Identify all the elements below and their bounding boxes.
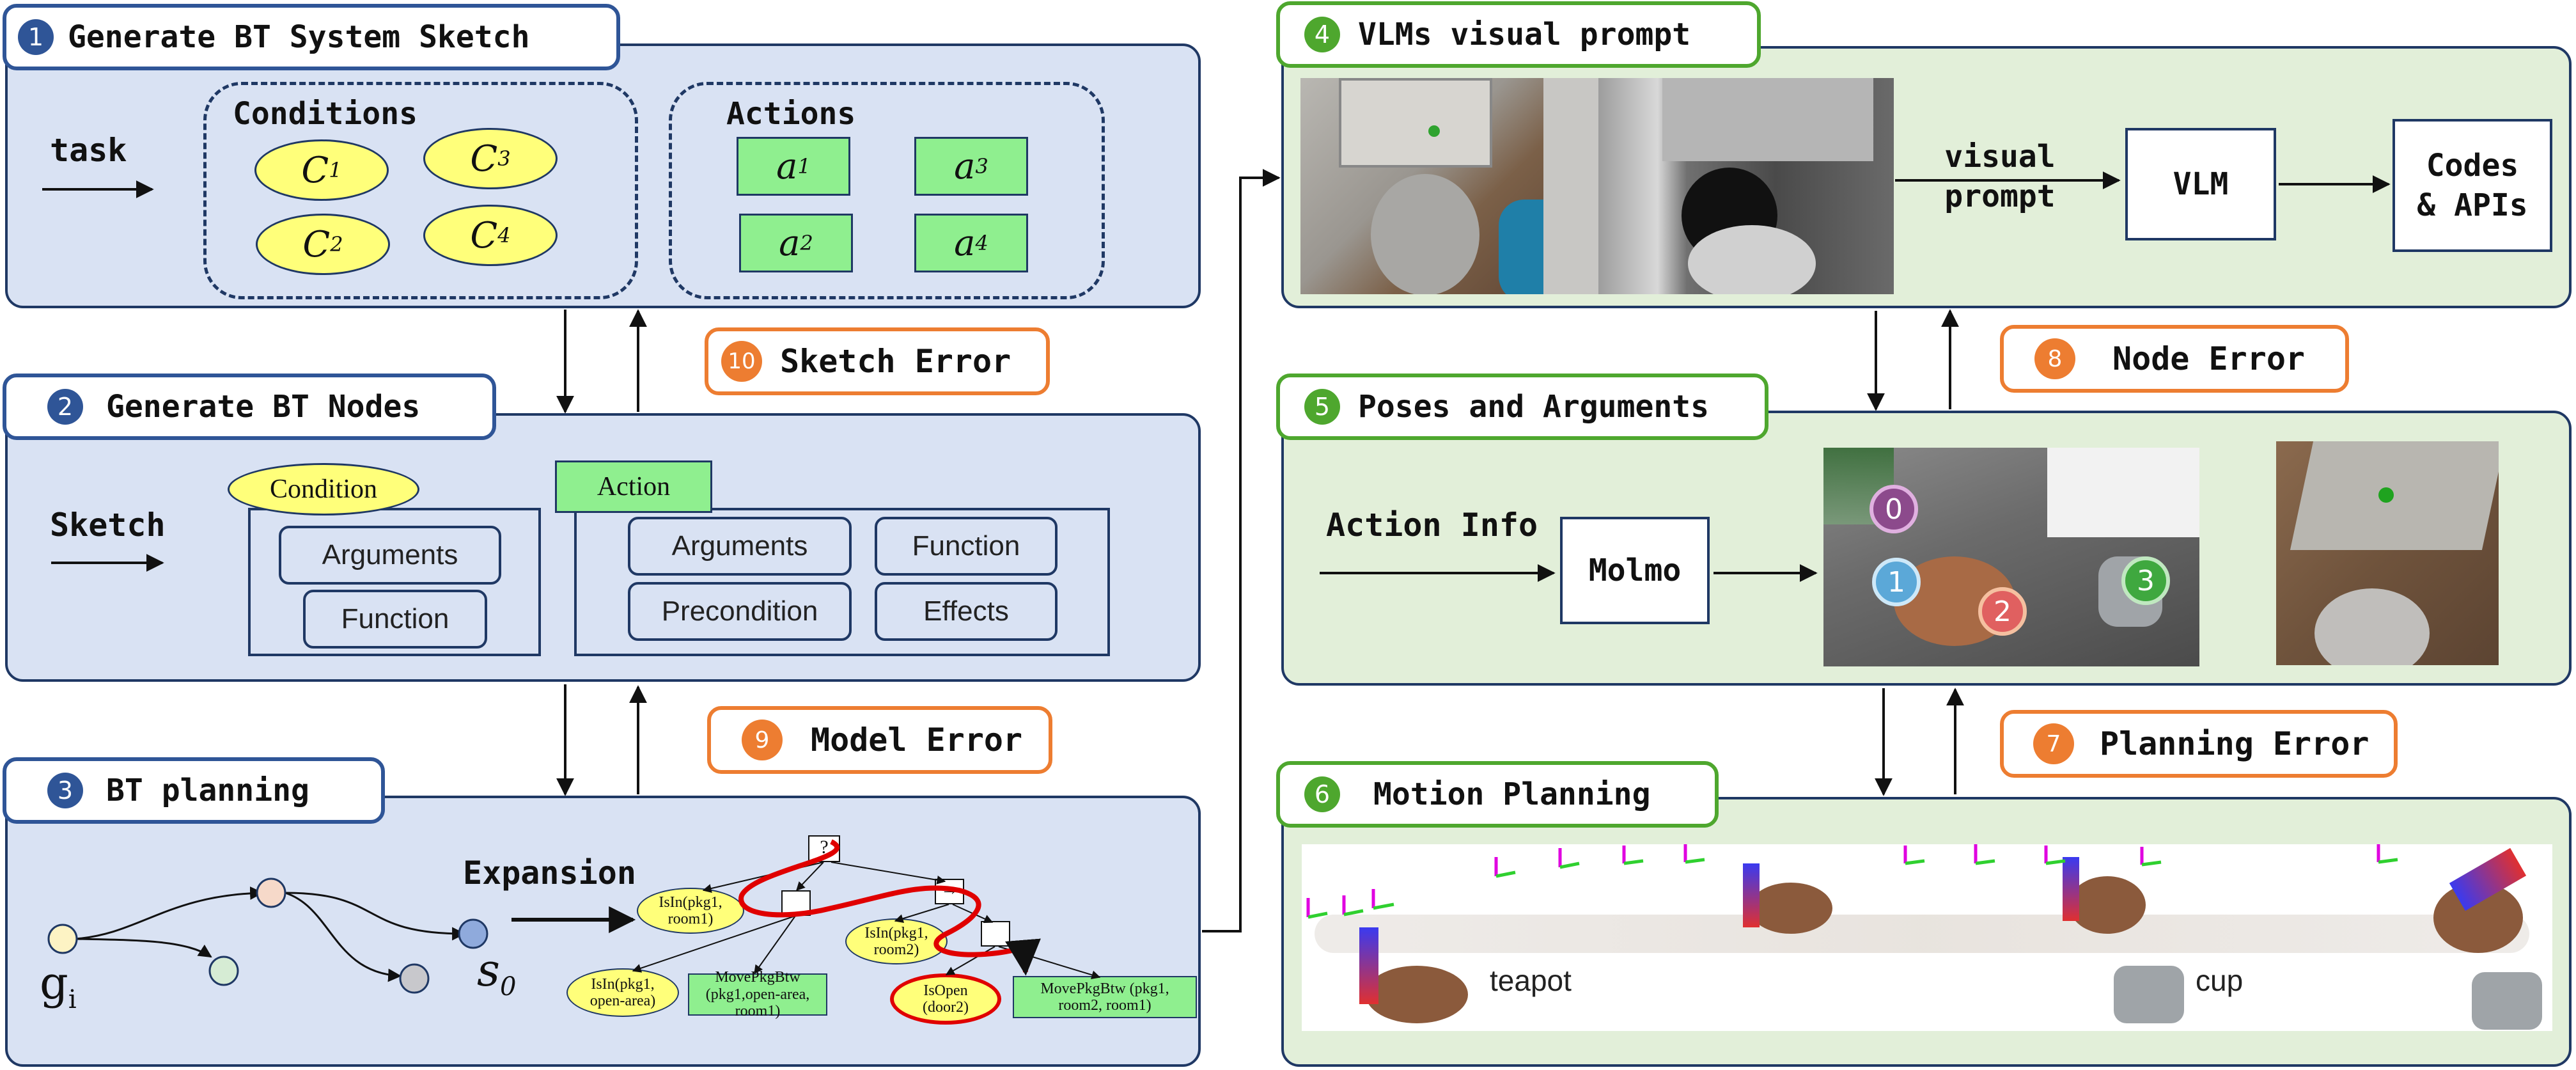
step-number-badge: 2 bbox=[47, 389, 83, 425]
point-marker-3: 3 bbox=[2121, 556, 2170, 605]
actions-label: Actions bbox=[726, 96, 856, 132]
panel2-tab: 2 Generate BT Nodes bbox=[3, 374, 496, 440]
panel6-tab: 6 Motion Planning bbox=[1276, 761, 1719, 828]
expansion-graph bbox=[75, 886, 466, 982]
arguments-field: Arguments bbox=[279, 526, 501, 585]
molmo-box: Molmo bbox=[1560, 517, 1710, 624]
panel1-title: Generate BT System Sketch bbox=[68, 19, 530, 55]
effects-field: Effects bbox=[875, 582, 1058, 641]
teapot-label: teapot bbox=[1490, 964, 1572, 997]
step-number-badge: 1 bbox=[18, 19, 54, 55]
panel1-tab: 1 Generate BT System Sketch bbox=[3, 4, 620, 70]
point-marker-0: 0 bbox=[1870, 485, 1918, 533]
error-number-badge: 7 bbox=[2033, 723, 2074, 764]
step-number-badge: 5 bbox=[1304, 389, 1340, 425]
gripper-frames bbox=[1306, 844, 2380, 917]
error-number-badge: 8 bbox=[2034, 338, 2075, 379]
error-number-badge: 10 bbox=[721, 341, 762, 382]
model-error-tag: 9 Model Error bbox=[707, 706, 1052, 774]
state-label: s0 bbox=[477, 944, 517, 1002]
actions-group bbox=[669, 82, 1105, 299]
action-info-label: Action Info bbox=[1326, 507, 1538, 544]
scene-view-image bbox=[2276, 441, 2499, 665]
precondition-field: Precondition bbox=[628, 582, 852, 641]
action-node-box bbox=[574, 508, 1110, 656]
node-error-tag: 8 Node Error bbox=[2000, 325, 2349, 393]
bt-condition-node: IsIn(pkg1, room1) bbox=[637, 888, 744, 934]
codes-apis-box: Codes & APIs bbox=[2393, 119, 2552, 252]
planning-trace-path bbox=[738, 839, 1041, 976]
panel4-title: VLMs visual prompt bbox=[1358, 17, 1691, 52]
rgb-scene-image bbox=[1300, 78, 1598, 294]
action-tag: Action bbox=[555, 460, 712, 513]
planning-error-tag: 7 Planning Error bbox=[2000, 710, 2398, 778]
expansion-graph-nodes bbox=[47, 877, 488, 994]
condition-tag: Condition bbox=[228, 463, 419, 515]
motion-trajectory-image bbox=[1302, 844, 2552, 1031]
bt-tree-edges bbox=[632, 862, 1101, 980]
point-marker-1: 1 bbox=[1872, 558, 1921, 606]
sketch-label: Sketch bbox=[50, 507, 166, 544]
visual-prompt-label: visual prompt bbox=[1944, 139, 2056, 215]
gripper-frames-green bbox=[1308, 858, 2398, 919]
panel4-tab: 4 VLMs visual prompt bbox=[1276, 1, 1761, 68]
panel3-title: BT planning bbox=[106, 773, 309, 808]
panel5-title: Poses and Arguments bbox=[1358, 389, 1710, 425]
step-number-badge: 3 bbox=[47, 773, 83, 808]
bt-condition-node: IsIn(pkg1, room2) bbox=[845, 918, 948, 964]
depth-scene-image bbox=[1598, 78, 1894, 294]
vlm-box: VLM bbox=[2125, 128, 2276, 240]
bt-condition-node-highlighted: IsOpen (door2) bbox=[890, 973, 1001, 1025]
panel2-title: Generate BT Nodes bbox=[106, 389, 421, 425]
panel6-title: Motion Planning bbox=[1373, 776, 1651, 812]
conditions-group bbox=[203, 82, 638, 299]
goal-label: gi bbox=[40, 957, 77, 1014]
expansion-label: Expansion bbox=[463, 854, 636, 892]
step-number-badge: 4 bbox=[1304, 17, 1340, 52]
cup-label: cup bbox=[2196, 964, 2244, 997]
panel5-tab: 5 Poses and Arguments bbox=[1276, 374, 1768, 440]
function-field: Function bbox=[303, 590, 487, 649]
conditions-label: Conditions bbox=[233, 96, 418, 132]
point-marker-2: 2 bbox=[1978, 587, 2027, 636]
sketch-error-tag: 10 Sketch Error bbox=[705, 327, 1050, 395]
arguments-field: Arguments bbox=[628, 517, 852, 576]
step-number-badge: 6 bbox=[1304, 776, 1340, 812]
bt-action-node: MovePkgBtw (pkg1, room2, room1) bbox=[1013, 976, 1197, 1018]
bt-condition-node: IsIn(pkg1, open-area) bbox=[566, 968, 679, 1017]
function-field: Function bbox=[875, 517, 1058, 576]
panel3-to-panel4-arrow bbox=[1202, 169, 1281, 932]
task-label: task bbox=[50, 132, 127, 169]
panel3-tab: 3 BT planning bbox=[3, 757, 385, 824]
error-number-badge: 9 bbox=[742, 720, 783, 760]
condition-node-box bbox=[248, 508, 541, 656]
